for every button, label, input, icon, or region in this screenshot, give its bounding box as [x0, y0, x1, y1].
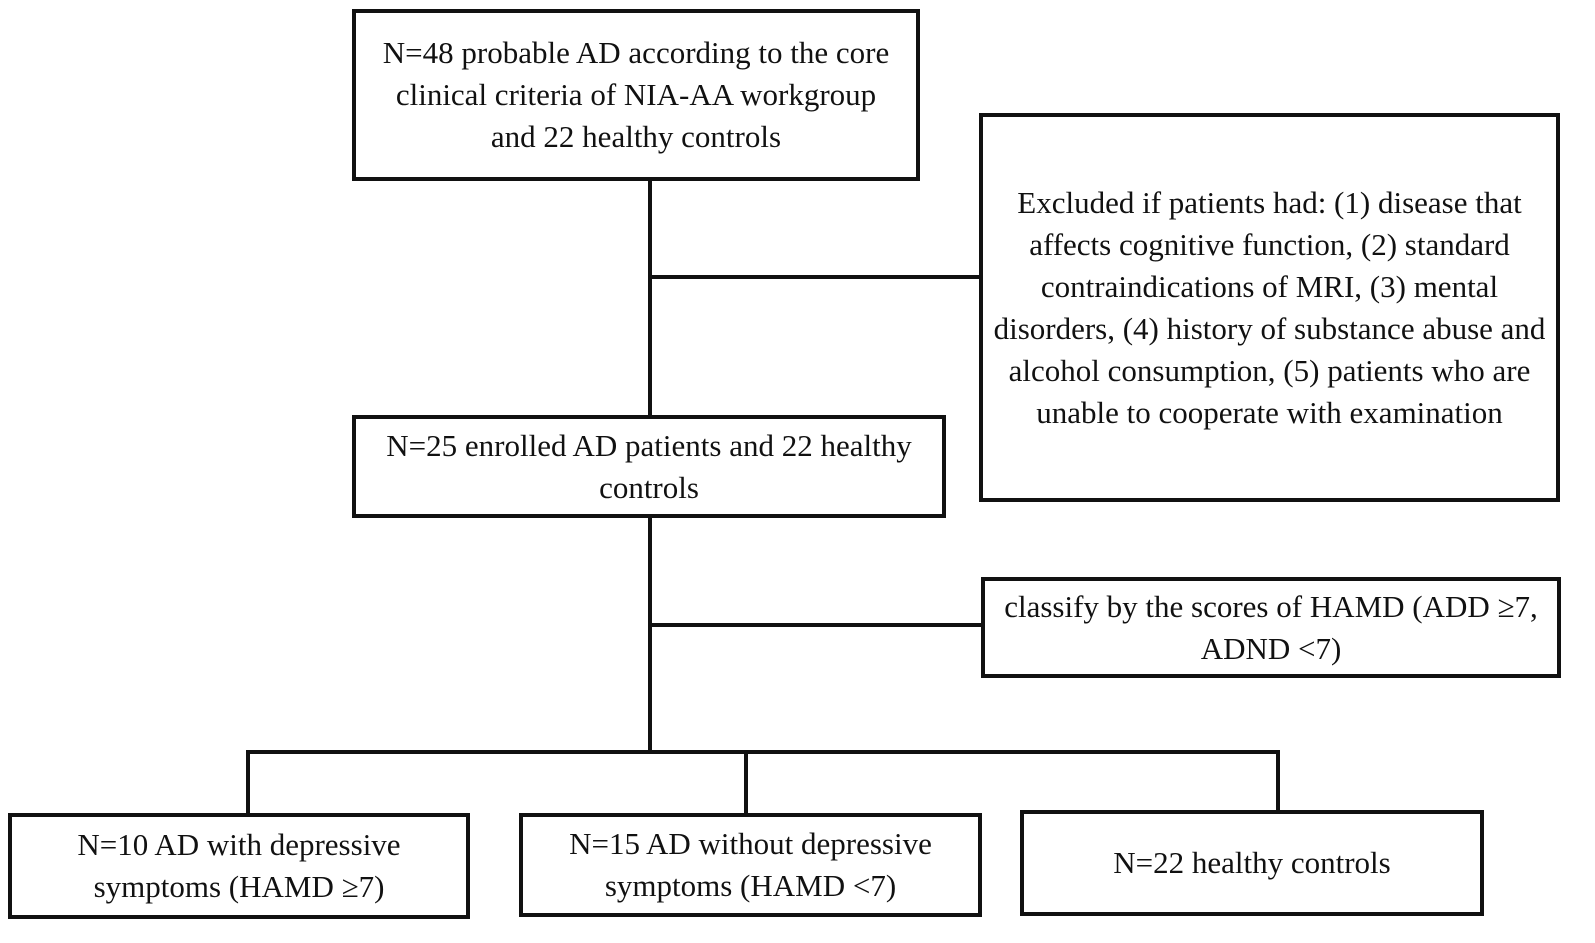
screened-population-text: N=48 probable AD according to the core c…: [382, 35, 890, 154]
classification-box: classify by the scores of HAMD (ADD ≥7, …: [981, 577, 1561, 678]
group-box-adnd: N=15 AD without depressive symptoms (HAM…: [519, 813, 982, 917]
group-box-add: N=10 AD with depressive symptoms (HAMD ≥…: [8, 813, 470, 919]
enrolled-population-box: N=25 enrolled AD patients and 22 healthy…: [352, 415, 946, 518]
screened-population-box: N=48 probable AD according to the core c…: [352, 9, 920, 181]
exclusion-criteria-text: Excluded if patients had: (1) disease th…: [993, 184, 1546, 430]
group-add-text: N=10 AD with depressive symptoms (HAMD ≥…: [77, 827, 401, 904]
exclusion-criteria-box: Excluded if patients had: (1) disease th…: [979, 113, 1560, 502]
group-healthy-controls-text: N=22 healthy controls: [1113, 845, 1391, 880]
group-box-healthy-controls: N=22 healthy controls: [1020, 810, 1484, 916]
enrolled-population-text: N=25 enrolled AD patients and 22 healthy…: [386, 427, 912, 505]
classification-text: classify by the scores of HAMD (ADD ≥7, …: [1004, 588, 1538, 666]
group-adnd-text: N=15 AD without depressive symptoms (HAM…: [569, 826, 932, 903]
